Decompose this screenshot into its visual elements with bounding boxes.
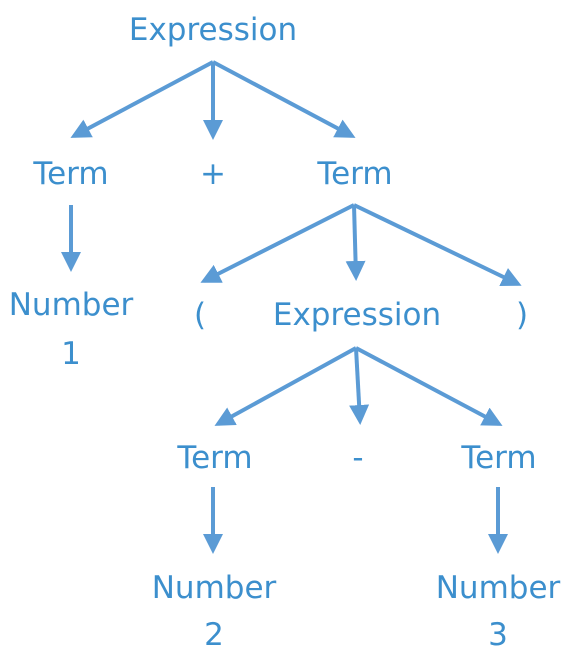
edge-inner-expression-to-minus [349, 347, 370, 425]
node-number-3-digit: 3 [488, 617, 508, 653]
node-term-right: Term [317, 156, 393, 192]
node-number-1-word: Number [8, 287, 134, 323]
node-paren-open: ( [193, 297, 207, 333]
node-minus: - [352, 440, 364, 476]
node-inner-expression: Expression [272, 297, 442, 333]
node-term-inner-right: Term [461, 440, 537, 476]
node-term-inner-left: Term [177, 440, 253, 476]
node-root-expression: Expression [128, 12, 298, 48]
node-number-3-word: Number [435, 570, 561, 606]
node-term-left: Term [33, 156, 109, 192]
node-number-1-digit: 1 [61, 336, 81, 372]
edge-inner-expression-to-term-inner-left [214, 346, 357, 426]
node-number-2-word: Number [151, 570, 277, 606]
edge-term-right-to-paren-open [200, 203, 355, 283]
edge-term-right-to-paren-close [353, 203, 522, 287]
edge-root-to-term-left [70, 60, 214, 138]
edge-inner-expression-to-term-inner-right [355, 346, 503, 426]
edge-term-right-to-inner-expression [345, 204, 366, 281]
node-paren-close: ) [515, 297, 529, 333]
node-plus: + [200, 156, 226, 192]
node-number-2-digit: 2 [204, 617, 224, 653]
edge-root-to-term-right [212, 60, 356, 138]
